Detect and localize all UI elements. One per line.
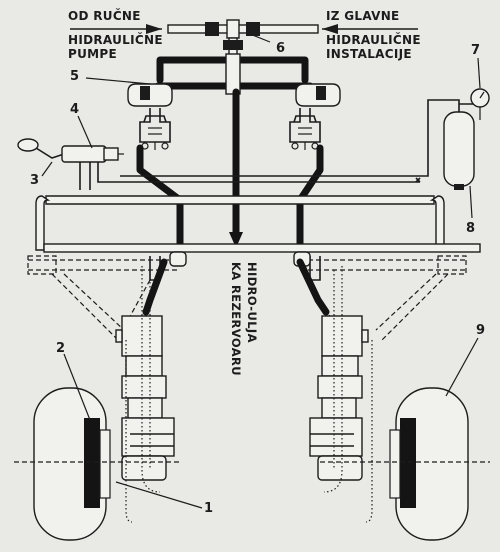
pressure-gauge — [470, 88, 490, 120]
arrow-from-manual — [70, 24, 162, 34]
left-wheel — [14, 387, 180, 541]
label-from-main-3: INSTALACIJE — [326, 47, 412, 61]
label-from-manual-1: OD RUČNE — [68, 8, 141, 23]
callout-8: 8 — [466, 221, 475, 236]
label-from-manual-3: PUMPE — [68, 47, 117, 61]
return-line — [229, 88, 243, 248]
right-wheel — [320, 387, 490, 541]
brake-hoses — [136, 144, 324, 259]
right-brake-valve — [289, 83, 341, 150]
callout-1: 1 — [204, 501, 213, 516]
label-from-main-2: HIDRAULIČNE — [326, 32, 421, 47]
callout-2: 2 — [56, 341, 65, 356]
callout-7: 7 — [471, 43, 480, 58]
distribution-pipes — [154, 53, 314, 95]
accumulator — [120, 99, 476, 190]
arrow-from-main — [322, 24, 418, 34]
label-from-manual-2: HIDRAULIČNE — [68, 32, 163, 47]
callout-5: 5 — [70, 69, 79, 84]
left-gear-strut — [51, 258, 175, 493]
callout-4: 4 — [70, 102, 79, 117]
right-brake-line — [365, 340, 373, 523]
parking-brake-lever — [17, 138, 65, 159]
callout-6: 6 — [276, 41, 285, 56]
axle-beam — [27, 251, 467, 281]
input-manifold — [167, 19, 319, 57]
label-to-reservoir-2: HIDRO-ULJA — [245, 262, 259, 343]
label-to-reservoir-1: KA REZERVOARU — [229, 262, 243, 376]
right-gear-strut — [296, 258, 449, 493]
cross-pipes — [35, 177, 481, 253]
left-brake-valve — [127, 83, 173, 150]
label-from-main-1: IZ GLAVNE — [326, 9, 400, 23]
callout-3: 3 — [30, 173, 39, 188]
callout-9: 9 — [476, 323, 485, 338]
parking-brake-valve — [61, 145, 420, 190]
